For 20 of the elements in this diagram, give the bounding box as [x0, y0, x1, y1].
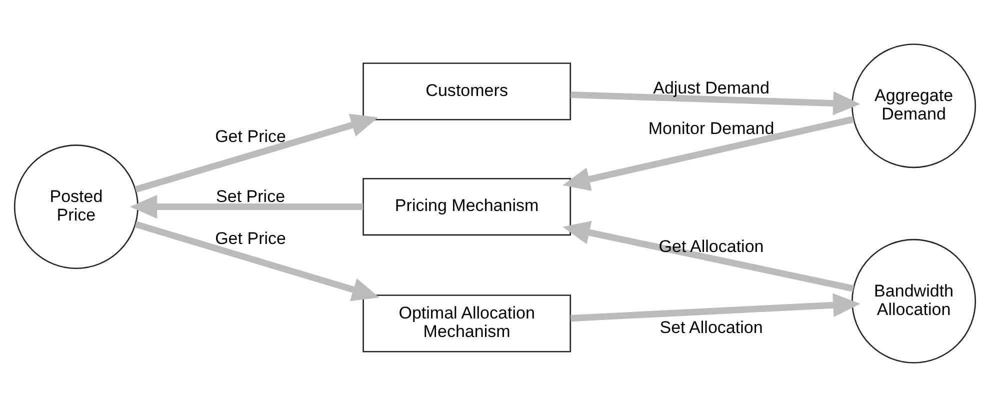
edge-label: Monitor Demand	[648, 118, 774, 138]
edge-label: Set Allocation	[660, 318, 763, 337]
arrow	[562, 116, 854, 190]
node-box: Pricing Mechanism	[362, 177, 572, 236]
edge-label: Get Price	[215, 228, 286, 248]
arrow	[562, 220, 854, 292]
node-box: Customers	[362, 62, 572, 120]
edge-label: Get Allocation	[658, 236, 764, 256]
node-circle: Aggregate Demand	[852, 43, 976, 168]
edge-label: Get Price	[215, 126, 286, 146]
arrow	[570, 90, 860, 115]
edge-label: Adjust Demand	[653, 78, 770, 97]
arrow	[134, 220, 380, 301]
edge-label: Set Price	[216, 186, 286, 206]
arrow	[130, 194, 364, 218]
arrow	[134, 113, 378, 192]
node-circle: Bandwidth Allocation	[852, 238, 976, 363]
node-circle: Posted Price	[14, 144, 138, 269]
node-box: Optimal Allocation Mechanism	[362, 294, 572, 352]
arrow	[570, 292, 860, 322]
